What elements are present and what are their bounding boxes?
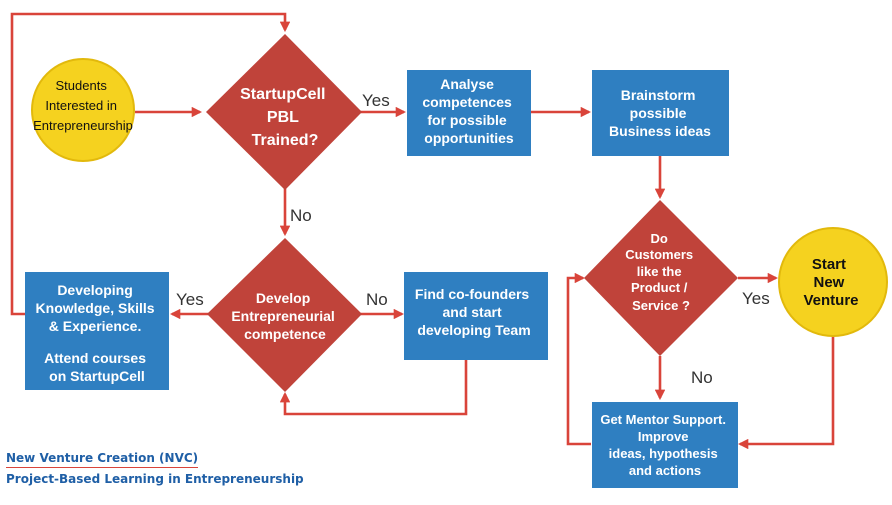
students-label: Students Interested in Entrepreneurship [33,78,133,133]
developing-box [25,272,169,390]
develop-yes-label: Yes [176,290,204,309]
analyse-label: Analyse competences for possible opportu… [422,76,515,146]
customers-no-label: No [691,368,713,387]
mentor-box [592,402,738,488]
developing-label: Developing Knowledge, Skills & Experienc… [36,282,159,384]
analyse-box [407,70,531,156]
brainstorm-box [592,70,729,156]
connector-start-to-mentor [737,334,835,450]
develop-no-label: No [366,290,388,309]
start-venture-label: Start New Venture [803,256,858,309]
students-circle [31,58,135,162]
footer-subtitle: Project-Based Learning in Entrepreneursh… [6,472,304,486]
cofounders-box [404,272,548,360]
customers-yes-label: Yes [742,289,770,308]
connector-mentor-back-customers [566,272,591,446]
start-venture-circle [778,227,888,337]
connector-loop-top [10,12,291,316]
customers-decision-diamond [584,200,738,356]
connector-cofounders-back-develop [279,360,468,416]
customers-decision-label: Do Customers like the Product / Service … [625,231,697,313]
pbl-yes-label: Yes [362,91,390,110]
mentor-label: Get Mentor Support. Improve ideas, hypot… [600,412,729,478]
develop-decision-label: Develop Entrepreneurial competence [231,290,338,342]
pbl-decision-label: StartupCell PBL Trained? [240,86,330,149]
pbl-no-label: No [290,206,312,225]
footer-title: New Venture Creation (NVC) [6,451,199,468]
develop-decision-diamond [207,238,362,392]
pbl-decision-diamond [206,34,362,190]
brainstorm-label: Brainstorm possible Business ideas [609,87,711,139]
cofounders-label: Find co-founders and start developing Te… [415,286,533,338]
